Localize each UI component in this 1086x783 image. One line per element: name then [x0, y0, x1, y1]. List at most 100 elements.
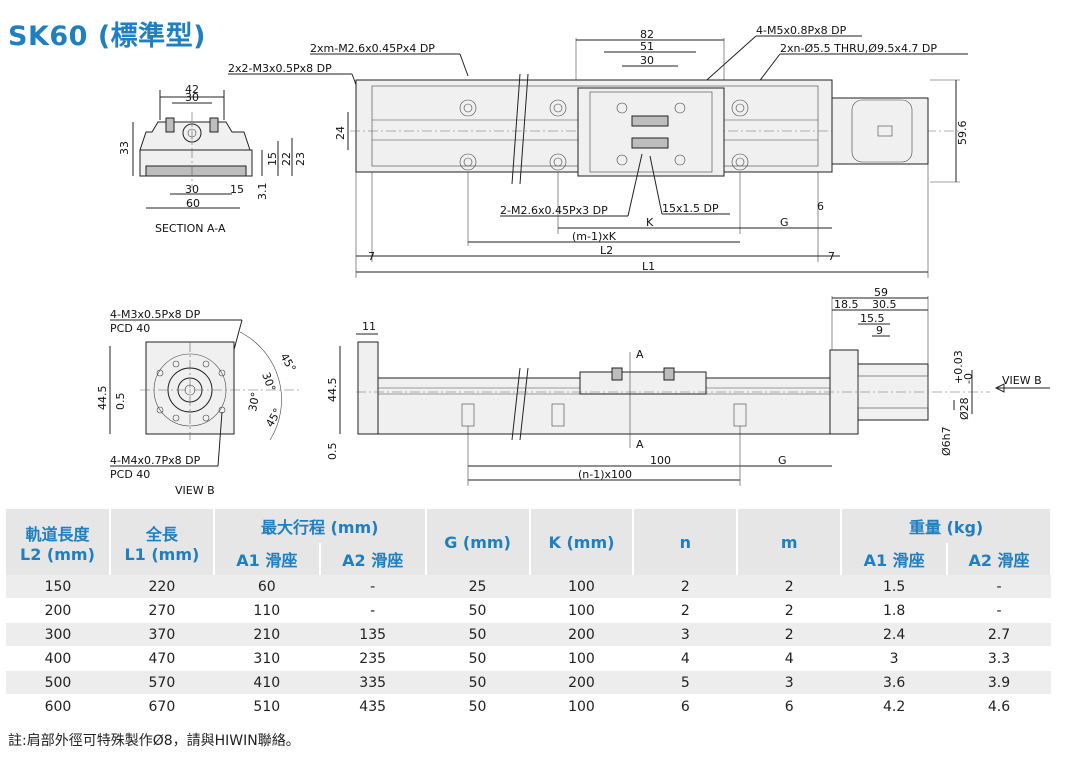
dim-3-1: 3.1	[256, 183, 269, 201]
table-cell: 210	[213, 622, 320, 647]
table-cell: 110	[213, 598, 320, 623]
table-cell: 1.5	[841, 575, 948, 599]
dim-24: 24	[334, 126, 347, 140]
table-cell: 3	[841, 646, 948, 671]
table-cell: 200	[529, 622, 634, 647]
side-dim-n-1: (n-1)x100	[578, 468, 632, 481]
a-marker-bottom: A	[636, 438, 644, 451]
header-total-length-unit: L1 (mm)	[124, 544, 200, 564]
side-dim-18-5: 18.5	[834, 298, 859, 311]
table-cell: 135	[319, 622, 426, 647]
side-dim-6h7: Ø6h7	[940, 426, 953, 456]
dim-59-6: 59.6	[956, 121, 969, 146]
thread-4-m5: 4-M5x0.8Px8 DP	[756, 24, 847, 37]
table-cell: 6	[737, 694, 842, 719]
side-tol-zero: -0	[962, 373, 975, 384]
table-cell: -	[319, 575, 426, 599]
section-a-a-label: SECTION A-A	[155, 222, 226, 235]
header-m: m	[737, 509, 843, 575]
dim-60: 60	[186, 197, 200, 210]
table-cell: 4.6	[947, 694, 1051, 719]
table-cell: 2	[737, 622, 842, 647]
header-k: K (mm)	[529, 509, 635, 575]
footnote: 註:肩部外徑可特殊製作Ø8，請與HIWIN聯絡。	[8, 733, 300, 749]
flange-pcd-2: PCD 40	[110, 468, 150, 481]
side-dim-9: 9	[876, 324, 883, 337]
table-cell: 4	[737, 646, 842, 671]
side-dim-28: Ø28	[958, 397, 971, 420]
dim-15x1-5: 15x1.5 DP	[662, 202, 719, 215]
table-cell: 100	[529, 598, 634, 623]
side-dim-15-5: 15.5	[860, 312, 885, 325]
table-cell: -	[319, 598, 426, 623]
table-cell: 300	[6, 622, 110, 647]
header-weight-a1: A1 滑座	[841, 543, 949, 575]
side-dim-0-5: 0.5	[326, 443, 339, 461]
dim-k: K	[646, 216, 654, 229]
side-dim-30-5: 30.5	[872, 298, 897, 311]
table-cell: 235	[319, 646, 426, 671]
table-cell: 4.2	[841, 694, 948, 719]
table-cell: 3.9	[947, 670, 1051, 695]
dim-51: 51	[640, 40, 654, 53]
table-cell: 100	[529, 646, 634, 671]
table-cell: 410	[213, 670, 320, 695]
table-cell: 670	[109, 694, 214, 719]
table-cell: 100	[529, 694, 634, 719]
table-cell: 570	[109, 670, 214, 695]
table-cell: 3	[633, 622, 738, 647]
dim-15b: 15	[230, 183, 244, 196]
thru-hole: 2xn-Ø5.5 THRU,Ø9.5x4.7 DP	[780, 42, 937, 55]
header-rail-length: 軌道長度 L2 (mm)	[6, 509, 111, 575]
table-cell: 3.3	[947, 646, 1051, 671]
table-cell: 2	[737, 598, 842, 623]
header-g: G (mm)	[425, 509, 531, 575]
side-dim-44-5: 44.5	[326, 378, 339, 403]
table-cell: 50	[425, 670, 530, 695]
table-cell: 2	[633, 598, 738, 623]
table-cell: 50	[425, 622, 530, 647]
header-total-length-title: 全長	[145, 524, 178, 544]
side-dim-100: 100	[650, 454, 671, 467]
a-marker-top: A	[636, 348, 644, 361]
top-view: 82 51 30 4-M5x0.8Px8 DP 2xm-M2.6x0.45Px4…	[228, 24, 969, 278]
table-cell: 310	[213, 646, 320, 671]
dim-g-top: G	[780, 216, 789, 229]
dim-33: 33	[118, 141, 131, 155]
dim-7a: 7	[368, 250, 375, 263]
table-cell: 2	[633, 575, 738, 599]
table-cell: 370	[109, 622, 214, 647]
header-stroke-a2: A2 滑座	[319, 543, 427, 575]
table-cell: 220	[109, 575, 214, 599]
header-total-length: 全長 L1 (mm)	[109, 509, 215, 575]
flange-pcd-1: PCD 40	[110, 322, 150, 335]
table-cell: 500	[6, 670, 110, 695]
spec-table: 軌道長度 L2 (mm) 全長 L1 (mm) 最大行程 (mm) G (mm)…	[6, 509, 1052, 719]
flange-dim-44-5: 44.5	[96, 386, 109, 411]
table-cell: -	[947, 598, 1051, 623]
dim-30-top: 30	[640, 54, 654, 67]
table-cell: 50	[425, 598, 530, 623]
table-cell: 400	[6, 646, 110, 671]
table-cell: 50	[425, 694, 530, 719]
dim-82: 82	[640, 28, 654, 41]
flange-dim-0-5: 0.5	[114, 393, 127, 411]
header-rail-length-unit: L2 (mm)	[20, 544, 95, 564]
table-cell: 6	[633, 694, 738, 719]
side-dim-11: 11	[362, 320, 376, 333]
side-view: 11 A A 44.5 0.5 100 G (n-1)x100	[326, 286, 1050, 486]
header-weight: 重量 (kg)	[841, 509, 1052, 543]
flange-view-b: 4-M3x0.5Px8 DP PCD 40 45° 30° 30° 45° 44…	[96, 308, 300, 497]
header-stroke-a1: A1 滑座	[213, 543, 321, 575]
dim-42: 42	[185, 83, 199, 96]
flange-thread-1: 4-M3x0.5Px8 DP	[110, 308, 201, 321]
header-weight-a2: A2 滑座	[947, 543, 1052, 575]
header-n: n	[633, 509, 739, 575]
dim-7b: 7	[828, 250, 835, 263]
side-dim-59: 59	[874, 286, 888, 299]
table-cell: 3	[737, 670, 842, 695]
table-cell: 510	[213, 694, 320, 719]
